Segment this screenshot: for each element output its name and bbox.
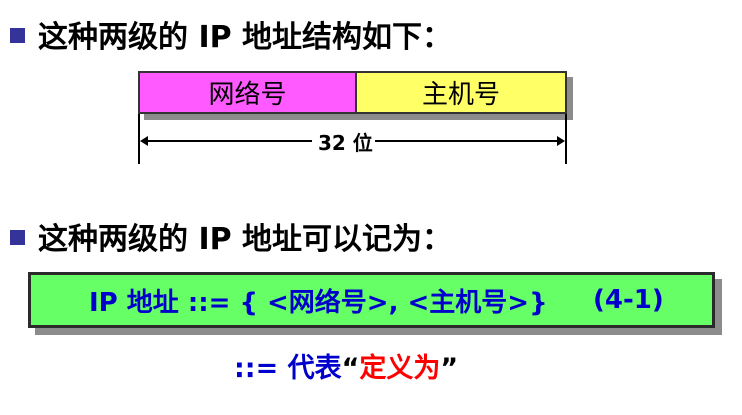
- ip-address-bar: 网络号 主机号: [138, 71, 567, 114]
- bullet-structure-text: 这种两级的 IP 地址结构如下：: [38, 20, 453, 55]
- dimension-line-right: [375, 140, 561, 142]
- ip-structure-diagram: 网络号 主机号: [138, 71, 573, 120]
- formula-block: IP 地址 ::= { <网络号>, <主机号>} (4-1): [28, 272, 722, 335]
- bullet-notation-text: 这种两级的 IP 地址可以记为：: [38, 222, 453, 257]
- host-field: 主机号: [357, 73, 565, 112]
- arrow-right-icon: [557, 136, 565, 146]
- right-boundary-line: [565, 114, 567, 164]
- network-field-label: 网络号: [208, 80, 287, 110]
- definition-note: ::= 代表“定义为”: [234, 346, 458, 385]
- bullet-structure: 这种两级的 IP 地址结构如下：: [10, 12, 452, 56]
- host-field-label: 主机号: [421, 80, 500, 110]
- left-boundary-line: [138, 114, 140, 164]
- square-bullet-icon: [10, 27, 25, 43]
- length-dimension: 32 位: [140, 130, 565, 155]
- definition-verb: 代表: [278, 353, 342, 384]
- bullet-notation: 这种两级的 IP 地址可以记为：: [10, 214, 452, 258]
- dimension-line-left: [144, 140, 312, 142]
- formula-box: IP 地址 ::= { <网络号>, <主机号>} (4-1): [28, 272, 715, 328]
- square-bullet-icon: [10, 229, 25, 245]
- formula-expression: IP 地址 ::= { <网络号>, <主机号>}: [89, 287, 548, 318]
- network-field: 网络号: [140, 73, 357, 112]
- formula-number: (4-1): [593, 285, 664, 315]
- close-quote: ”: [440, 353, 459, 384]
- length-label: 32 位: [318, 131, 373, 155]
- open-quote: “: [341, 353, 360, 384]
- definition-symbol: ::=: [234, 353, 279, 384]
- definition-meaning: 定义为: [359, 353, 441, 384]
